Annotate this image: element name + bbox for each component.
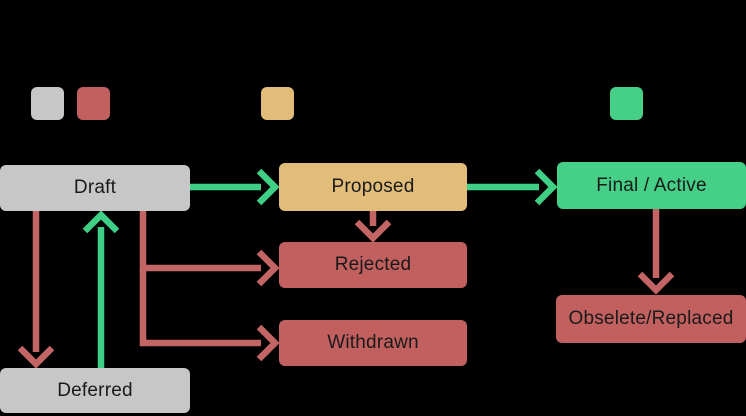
edge-final-to-obsolete: [637, 209, 675, 295]
edge-draft-to-deferred: [17, 211, 55, 369]
node-draft-label: Draft: [73, 177, 117, 198]
node-obsolete-replaced: Obselete/Replaced: [556, 295, 746, 343]
node-proposed: Proposed: [279, 163, 467, 211]
edge-deferred-to-draft: [82, 210, 120, 368]
edge-proposed-to-rejected: [354, 211, 392, 243]
node-final-active: Final / Active: [557, 162, 746, 209]
node-withdrawn: Withdrawn: [279, 320, 467, 366]
edge-draft-to-rejected: [139, 211, 280, 287]
node-draft: Draft: [0, 165, 190, 211]
node-rejected-label: Rejected: [334, 254, 412, 275]
node-deferred-label: Deferred: [57, 379, 133, 401]
node-proposed-label: Proposed: [331, 176, 415, 197]
legend-gray-swatch: [31, 87, 64, 120]
node-withdrawn-label: Withdrawn: [327, 332, 419, 353]
edge-proposed-to-final: [467, 168, 558, 206]
legend-yellow-swatch: [261, 87, 294, 120]
node-final-active-label: Final / Active: [596, 174, 707, 196]
edge-draft-to-withdrawn: [139, 268, 280, 362]
edge-draft-to-proposed: [190, 168, 280, 206]
legend-red-swatch: [77, 87, 110, 120]
node-deferred: Deferred: [0, 368, 190, 413]
legend-green-swatch: [610, 87, 643, 120]
node-rejected: Rejected: [279, 242, 467, 288]
node-obsolete-replaced-label: Obselete/Replaced: [568, 308, 734, 329]
